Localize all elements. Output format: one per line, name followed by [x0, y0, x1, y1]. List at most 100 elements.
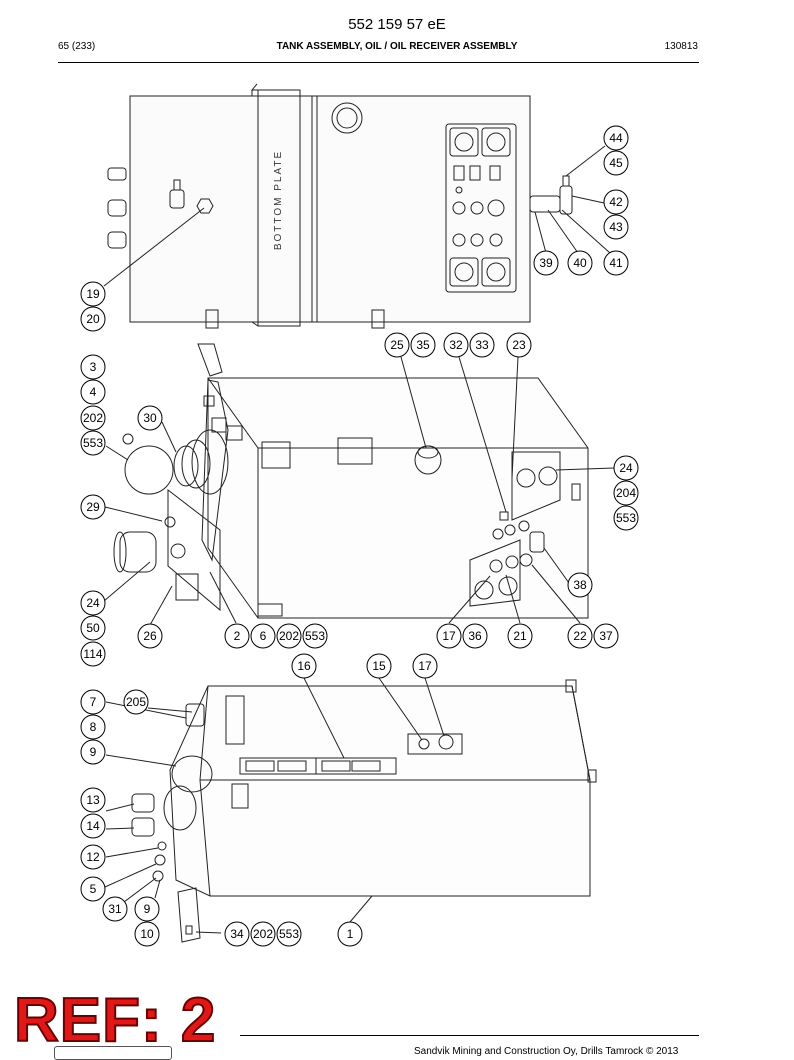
callout-number: 26: [143, 629, 157, 643]
callout-bubble: 30: [137, 405, 163, 431]
callout-number: 38: [573, 578, 587, 592]
callout-bubble: 114: [80, 641, 106, 667]
callout-bubble: 44: [603, 125, 629, 151]
callout-bubble: 202: [80, 405, 106, 431]
callout-number: 5: [90, 882, 97, 896]
callout-number: 8: [90, 720, 97, 734]
callout-number: 17: [418, 659, 432, 673]
callout-number: 15: [372, 659, 386, 673]
callout-bubble: 20: [80, 306, 106, 332]
ref-stamp: REF: 2: [13, 986, 217, 1055]
callout-number: 50: [86, 621, 100, 635]
callout-bubble: 553: [613, 505, 639, 531]
callout-number: 16: [297, 659, 311, 673]
callout-bubble: 16: [291, 653, 317, 679]
callout-bubble: 204: [613, 480, 639, 506]
callout-bubble: 24: [613, 455, 639, 481]
callout-number: 9: [144, 902, 151, 916]
callout-number: 20: [86, 312, 100, 326]
callout-bubble: 9: [134, 896, 160, 922]
callout-number: 23: [512, 338, 526, 352]
callout-number: 36: [468, 629, 482, 643]
callout-number: 31: [108, 902, 122, 916]
callout-number: 14: [86, 819, 100, 833]
callout-bubble: 553: [80, 430, 106, 456]
callout-bubble: 553: [302, 623, 328, 649]
callout-number: 114: [83, 647, 102, 661]
callout-bubble: 14: [80, 813, 106, 839]
callout-number: 30: [143, 411, 157, 425]
callout-bubble: 17: [412, 653, 438, 679]
callout-number: 202: [279, 629, 299, 643]
callout-number: 3: [90, 360, 97, 374]
callout-bubble: 4: [80, 379, 106, 405]
callout-bubble: 12: [80, 844, 106, 870]
callout-bubble: 202: [276, 623, 302, 649]
callout-bubble: 202: [250, 921, 276, 947]
callout-number: 17: [442, 629, 456, 643]
callout-bubble: 8: [80, 714, 106, 740]
callout-number: 22: [573, 629, 587, 643]
footer-divider: [240, 1035, 699, 1036]
callout-bubble: 7: [80, 689, 106, 715]
callout-bubble: 32: [443, 332, 469, 358]
callout-bubble: 26: [137, 623, 163, 649]
callout-number: 44: [609, 131, 623, 145]
callout-bubble: 10: [134, 921, 160, 947]
callout-number: 6: [260, 629, 267, 643]
page-number: 65 (233): [58, 41, 96, 52]
callout-bubble: 6: [250, 623, 276, 649]
callout-number: 205: [126, 695, 146, 709]
callout-number: 9: [90, 745, 97, 759]
callout-bubble: 31: [102, 896, 128, 922]
callout-number: 45: [609, 156, 623, 170]
callout-number: 43: [609, 220, 623, 234]
callout-number: 19: [86, 287, 100, 301]
callout-number: 202: [83, 411, 103, 425]
callout-bubble: 9: [80, 739, 106, 765]
callout-number: 24: [86, 596, 100, 610]
callout-bubble: 38: [567, 572, 593, 598]
callout-bubble: 23: [506, 332, 532, 358]
callout-bubble: 50: [80, 615, 106, 641]
callout-bubble: 45: [603, 150, 629, 176]
callout-number: 4: [90, 385, 97, 399]
bottom-plate-label: BOTTOM PLATE: [273, 150, 284, 250]
callout-number: 1: [347, 927, 354, 941]
callout-number: 41: [609, 256, 623, 270]
callout-bubble: 24: [80, 590, 106, 616]
callout-number: 32: [449, 338, 463, 352]
callout-number: 35: [416, 338, 430, 352]
callout-number: 40: [573, 256, 587, 270]
callout-bubble: 5: [80, 876, 106, 902]
callout-number: 553: [616, 511, 636, 525]
page-title: TANK ASSEMBLY, OIL / OIL RECEIVER ASSEMB…: [276, 41, 518, 52]
document-number: 552 159 57 eE: [348, 16, 446, 33]
callout-bubble: 37: [593, 623, 619, 649]
callout-bubble: 22: [567, 623, 593, 649]
callout-number: 204: [616, 486, 636, 500]
callout-bubble: 29: [80, 494, 106, 520]
header-divider: [58, 62, 699, 63]
callout-bubble: 33: [469, 332, 495, 358]
bottom-plate-view: [103, 83, 611, 329]
callout-bubble: 3: [80, 354, 106, 380]
callout-bubble: 34: [224, 921, 250, 947]
callout-number: 21: [513, 629, 527, 643]
callout-bubble: 43: [603, 214, 629, 240]
callout-number: 42: [609, 195, 623, 209]
callout-bubble: 35: [410, 332, 436, 358]
sandvik-logo: [54, 1046, 172, 1060]
callout-bubble: 13: [80, 787, 106, 813]
callout-number: 33: [475, 338, 489, 352]
callout-number: 13: [86, 793, 100, 807]
callout-bubble: 25: [384, 332, 410, 358]
callout-number: 24: [619, 461, 633, 475]
callout-bubble: 1: [337, 921, 363, 947]
callout-bubble: 21: [507, 623, 533, 649]
callout-number: 10: [140, 927, 154, 941]
callout-bubble: 17: [436, 623, 462, 649]
callout-bubble: 39: [533, 250, 559, 276]
footer-copyright: Sandvik Mining and Construction Oy, Dril…: [414, 1046, 679, 1057]
callout-number: 25: [390, 338, 404, 352]
